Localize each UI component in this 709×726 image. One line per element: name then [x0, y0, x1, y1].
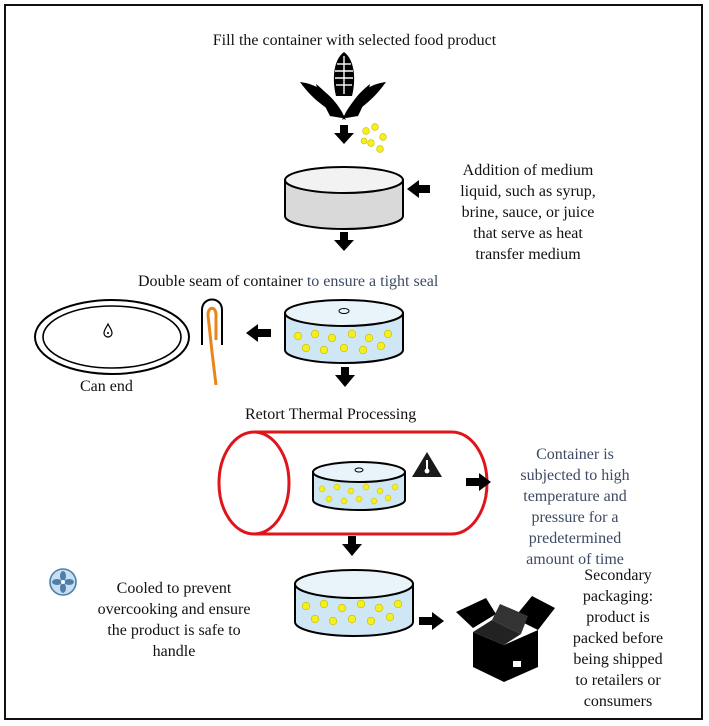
arrow-medium-in — [407, 180, 430, 198]
filled-container-1 — [284, 299, 404, 364]
corn-icon — [300, 52, 386, 120]
can-end-icon — [34, 299, 190, 375]
retort-title: Retort Thermal Processing — [245, 406, 417, 423]
arrow-down-1 — [334, 125, 354, 144]
arrow-box-right — [419, 612, 444, 630]
retort-description: Container is subjected to high temperatu… — [520, 446, 630, 568]
can-end-label: Can end — [80, 378, 133, 395]
step-fill-title: Fill the container with selected food pr… — [212, 32, 497, 49]
food-pieces — [360, 123, 387, 153]
cooling-description: Cooled to prevent overcooking and ensure… — [97, 580, 251, 660]
thermometer-warning-icon — [412, 452, 442, 477]
arrow-down-2 — [334, 232, 354, 251]
arrow-down-3 — [335, 367, 355, 387]
arrow-retort-right — [466, 473, 491, 491]
arrow-down-4 — [342, 536, 362, 556]
medium-description: Addition of medium liquid, such as syrup… — [460, 162, 596, 263]
filled-container-retort — [312, 461, 406, 511]
filled-container-2 — [294, 569, 414, 637]
box-icon — [456, 596, 555, 682]
double-seam-title: Double seam of container to ensure a tig… — [138, 273, 439, 290]
empty-container — [284, 166, 404, 230]
diagram-frame — [4, 4, 703, 720]
arrow-seam-left — [246, 324, 271, 342]
double-seam-icon — [201, 298, 223, 386]
fan-icon — [49, 568, 77, 596]
secondary-packaging-description: Secondary packaging: product is packed b… — [572, 567, 664, 710]
